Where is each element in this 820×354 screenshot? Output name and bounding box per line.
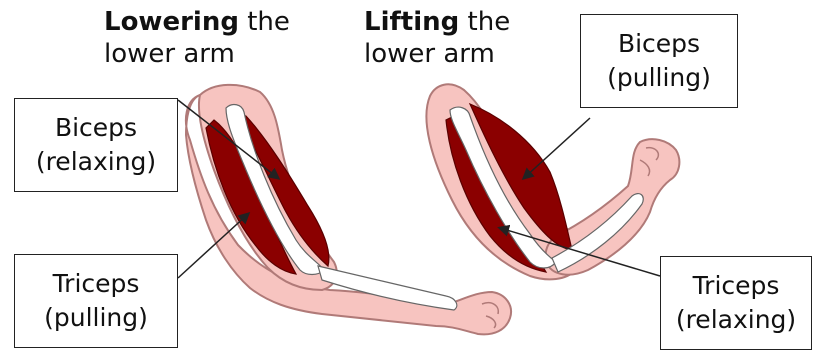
label-biceps-pulling-line2: (pulling)	[607, 61, 711, 95]
heading-lifting-bold: Lifting	[364, 7, 459, 37]
pointer-biceps-pulling	[524, 118, 590, 178]
label-triceps-pulling-line2: (pulling)	[44, 301, 148, 335]
label-biceps-pulling-line1: Biceps	[618, 27, 700, 61]
label-biceps-pulling: Biceps (pulling)	[580, 14, 738, 108]
heading-lifting-line2: lower arm	[364, 38, 510, 70]
right-arm	[426, 84, 679, 279]
heading-lifting-rest: the	[459, 7, 510, 37]
label-biceps-relaxing-line1: Biceps	[55, 111, 137, 145]
heading-lowering-rest: the	[239, 7, 290, 37]
label-triceps-pulling: Triceps (pulling)	[14, 254, 178, 348]
label-biceps-relaxing: Biceps (relaxing)	[14, 98, 178, 192]
label-biceps-relaxing-line2: (relaxing)	[36, 145, 156, 179]
heading-lowering: Lowering the lower arm	[104, 6, 290, 70]
label-triceps-relaxing-line2: (relaxing)	[676, 303, 796, 337]
label-triceps-relaxing: Triceps (relaxing)	[660, 256, 812, 350]
label-triceps-pulling-line1: Triceps	[53, 267, 140, 301]
heading-lowering-bold: Lowering	[104, 7, 239, 37]
label-triceps-relaxing-line1: Triceps	[693, 269, 780, 303]
heading-lowering-line2: lower arm	[104, 38, 290, 70]
heading-lifting: Lifting the lower arm	[364, 6, 510, 70]
